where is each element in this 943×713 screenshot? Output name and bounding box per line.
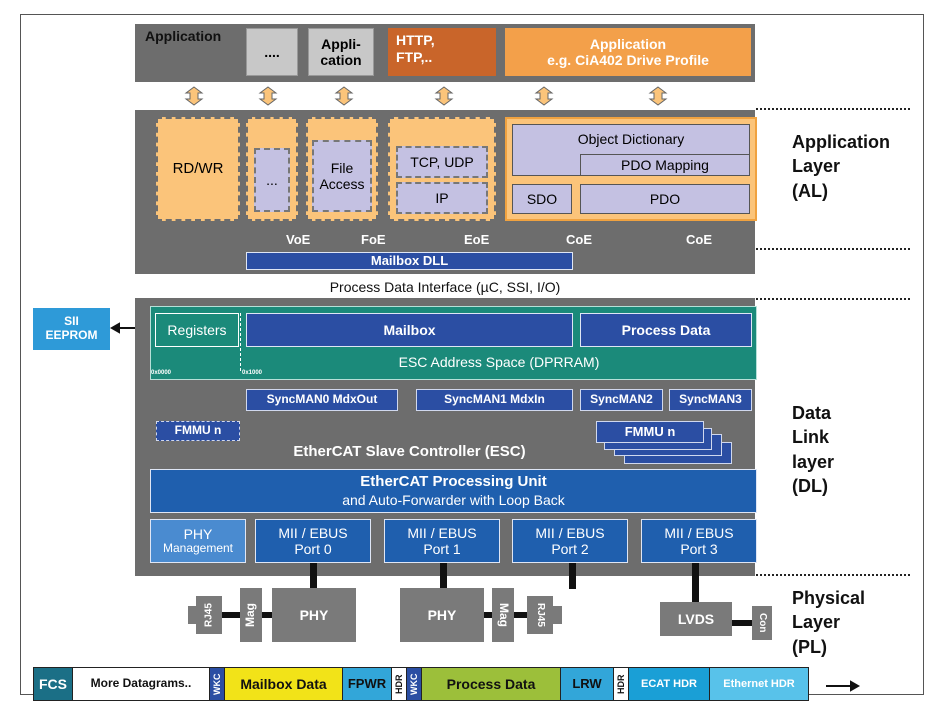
al-coe-label-1: CoE <box>566 232 592 247</box>
lvds-link <box>732 620 752 626</box>
al-voe-dots-box: ... <box>254 148 290 212</box>
phy-label: PHY <box>183 526 213 543</box>
port0-line <box>310 563 317 589</box>
frame-fcs: FCS <box>33 667 73 701</box>
al-eoe-label: EoE <box>464 232 490 247</box>
mag-left: Mag <box>240 588 262 642</box>
sii-eeprom-box: SII EEPROM <box>33 308 110 350</box>
epu-box <box>150 469 757 513</box>
frame-lrw: LRW <box>560 667 614 701</box>
port-3-box: MII / EBUS Port 3 <box>641 519 757 563</box>
app-box-cia402: Application e.g. CiA402 Drive Profile <box>505 28 751 76</box>
phy-left: PHY <box>272 588 356 642</box>
object-dictionary-label: Object Dictionary <box>577 131 685 147</box>
port-1-box: MII / EBUS Port 1 <box>384 519 500 563</box>
port2-line <box>569 563 576 589</box>
fmmu-left-box: FMMU n <box>156 421 240 441</box>
rj45-mid-link <box>514 612 528 618</box>
frame-ethernet-hdr: Ethernet HDR <box>709 667 809 701</box>
layer-label-dl: Data Link layer (DL) <box>792 403 835 496</box>
al-pdo-mapping-box: PDO Mapping <box>580 154 750 176</box>
syncman1-box: SyncMAN1 MdxIn <box>416 389 573 411</box>
syncman2-box: SyncMAN2 <box>580 389 663 411</box>
syncman0-box: SyncMAN0 MdxOut <box>246 389 398 411</box>
rj45-left-link <box>222 612 242 618</box>
syncman3-box: SyncMAN3 <box>669 389 752 411</box>
al-sdo-box: SDO <box>512 184 572 214</box>
port1-line <box>440 563 447 589</box>
port-0-box: MII / EBUS Port 0 <box>255 519 371 563</box>
management-label: Management <box>162 541 234 556</box>
al-pdo-box: PDO <box>580 184 750 214</box>
boundary-al-top <box>756 108 910 110</box>
fmmu-stack-front: FMMU n <box>596 421 704 443</box>
registers-box: Registers <box>155 313 239 347</box>
frame-fpwr: FPWR <box>342 667 392 701</box>
rj45-mid-tab <box>552 606 562 624</box>
al-tcp-udp-box: TCP, UDP <box>396 146 488 178</box>
al-ip-box: IP <box>396 182 488 214</box>
frame-mailbox-data: Mailbox Data <box>224 667 343 701</box>
layer-label-pl: Physical Layer (PL) <box>792 588 866 657</box>
epu-subtitle: and Auto-Forwarder with Loop Back <box>342 491 565 508</box>
boundary-al-bottom <box>756 248 910 250</box>
al-file-access-box: File Access <box>312 140 372 212</box>
lvds-box: LVDS <box>660 602 732 636</box>
con-box: Con <box>752 606 772 640</box>
mag-mid-link <box>484 612 492 618</box>
epu-title: EtherCAT Processing Unit <box>360 473 547 491</box>
al-coe-label-2: CoE <box>686 232 712 247</box>
port-2-box: MII / EBUS Port 2 <box>512 519 628 563</box>
boundary-dl-top <box>756 298 910 300</box>
rj45-left-tab <box>188 606 198 624</box>
registers-divider <box>240 313 241 371</box>
rj45-mid: RJ45 <box>527 596 553 634</box>
boundary-dl-bottom <box>756 574 910 576</box>
app-box-application: Appli- cation <box>308 28 374 76</box>
address-0x1000: 0x1000 <box>242 370 263 376</box>
frame-process-data: Process Data <box>421 667 561 701</box>
phy-mid: PHY <box>400 588 484 642</box>
mag-mid: Mag <box>492 588 514 642</box>
mag-left-link <box>262 612 272 618</box>
layer-label-al: Application Layer (AL) <box>792 132 890 201</box>
app-box-dots: .... <box>246 28 298 76</box>
frame-ecat-hdr: ECAT HDR <box>628 667 710 701</box>
al-rdwr-box: RD/WR <box>156 117 240 221</box>
mailbox-box: Mailbox <box>246 313 573 347</box>
al-voe-label: VoE <box>286 232 311 247</box>
al-foe-label: FoE <box>361 232 386 247</box>
esc-label: EtherCAT Slave Controller (ESC) <box>293 443 526 461</box>
mailbox-dll-bar: Mailbox DLL <box>246 252 573 270</box>
port3-line <box>692 563 699 603</box>
frame-more-datagrams: More Datagrams.. <box>72 667 210 701</box>
frame-wkc-1: WKC <box>209 667 225 701</box>
application-label: Application <box>145 28 222 44</box>
frame-wkc-2: WKC <box>406 667 422 701</box>
esc-address-label: ESC Address Space (DPRRAM) <box>398 353 600 370</box>
rj45-left: RJ45 <box>196 596 222 634</box>
process-data-interface-label: Process Data Interface (µC, SSI, I/O) <box>329 278 561 295</box>
frame-hdr-2: HDR <box>613 667 629 701</box>
app-box-http-ftp: HTTP, FTP,.. <box>388 28 496 76</box>
address-0x0000: 0x0000 <box>151 370 172 376</box>
phy-management-box: PHY Management <box>150 519 246 563</box>
process-data-box: Process Data <box>580 313 752 347</box>
frame-hdr-1: HDR <box>391 667 407 701</box>
